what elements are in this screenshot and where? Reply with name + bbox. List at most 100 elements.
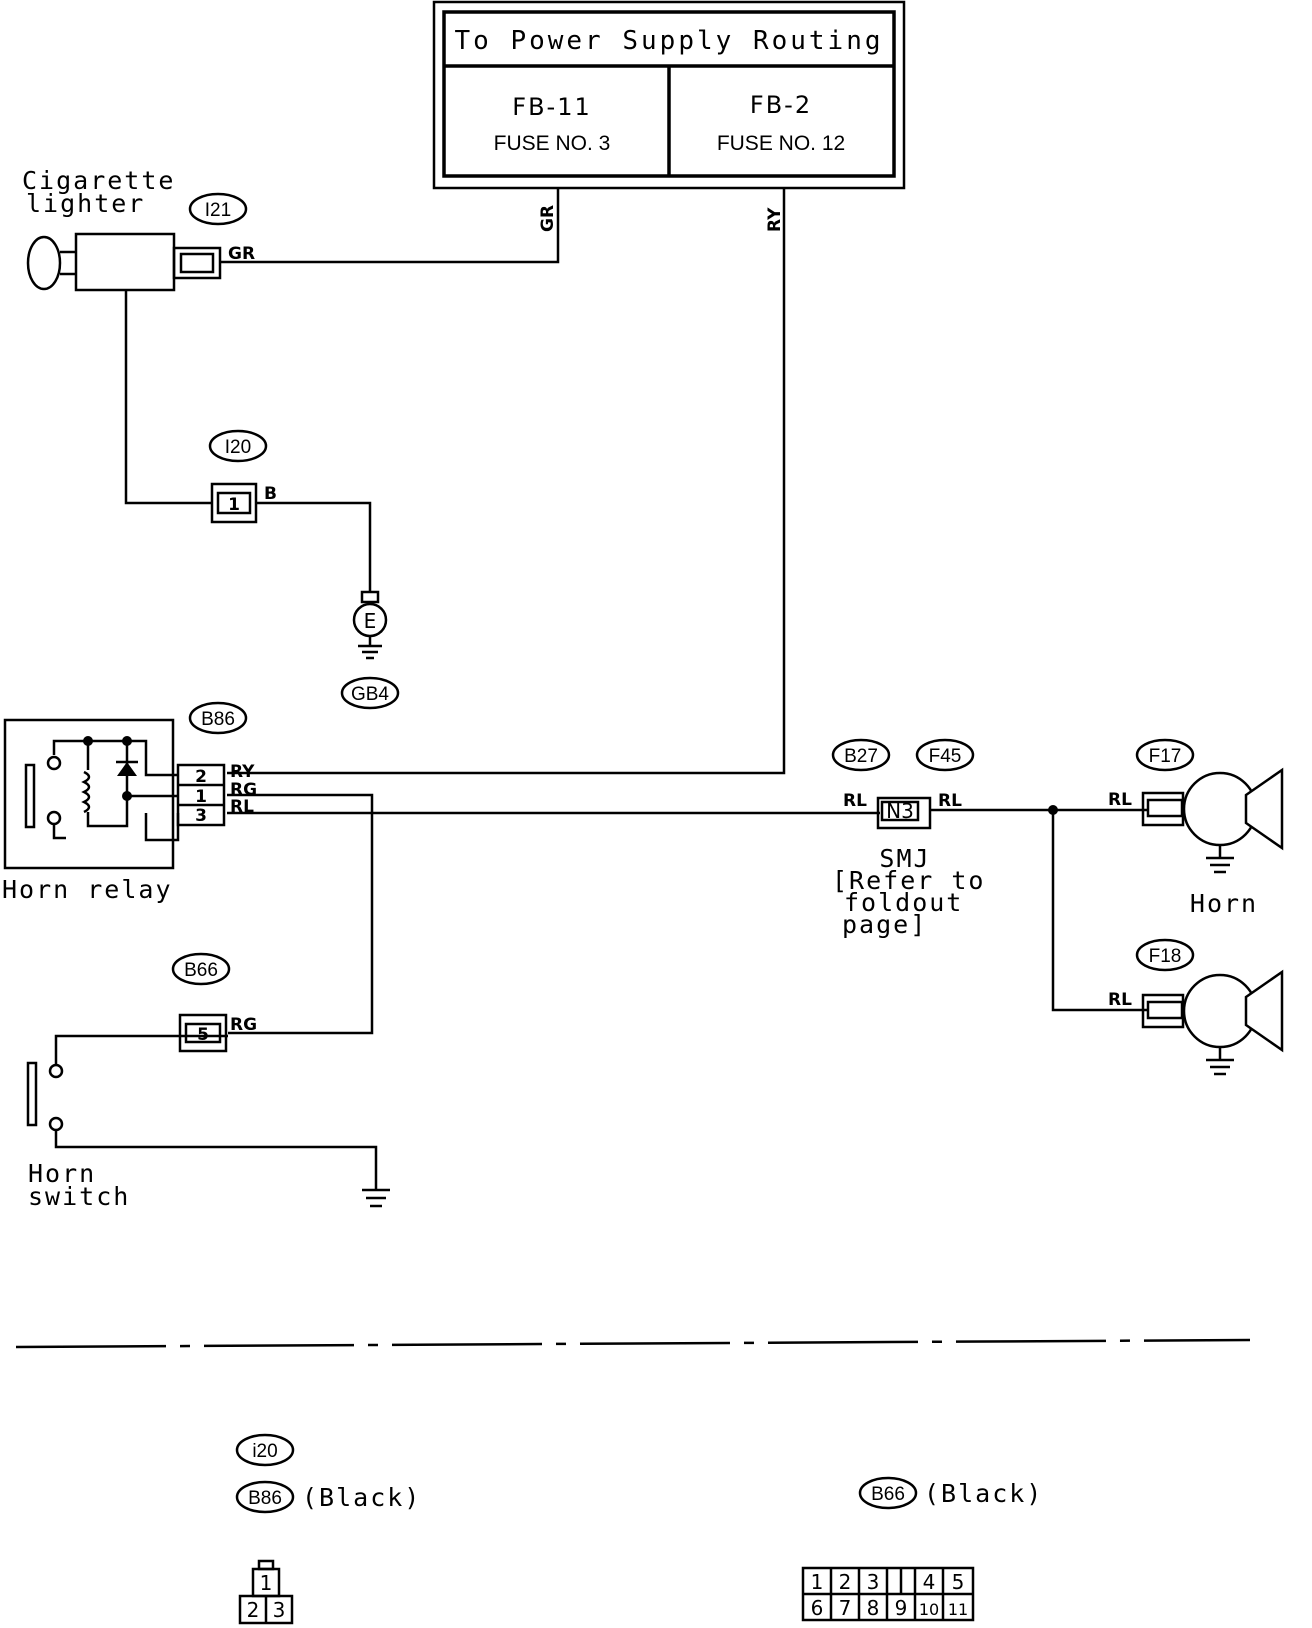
connector-tag-i21 [188,192,248,226]
legend-tag-b86 [235,1480,295,1514]
wire-gr [220,188,560,264]
legend-tag-b66-text: B66 [871,1484,905,1505]
legend-3pin-pin-3: 3 [273,1598,286,1622]
wire-label-rl-f17: RL [1108,790,1132,810]
connector-tag-b86 [188,701,248,735]
legend-connector-11pin: 1 2 3 4 5 6 7 8 9 10 11 [801,1566,975,1622]
legend-3pin-pin-2: 2 [247,1598,260,1622]
legend-11pin-pin-10: 10 [919,1600,939,1619]
legend-11pin-pin-6: 6 [811,1596,824,1620]
connector-tag-f17 [1135,738,1195,772]
power-supply-box: To Power Supply Routing FB-11 FUSE NO. 3… [432,0,906,190]
wire-label-rg: RG [230,780,257,800]
relay-pin-3: 3 [195,806,207,826]
connector-smj [876,796,932,830]
connector-b66-pin: 5 [197,1025,209,1045]
wire-label-gr: GR [228,244,255,264]
legend-11pin-pin-5: 5 [952,1570,965,1594]
legend-b86-color: (Black) [302,1483,421,1512]
connector-tag-gb4-text: GB4 [351,684,389,705]
connector-i20 [210,482,258,524]
wire-label-ry-vertical: RY [765,207,785,232]
wire-label-rl: RL [230,797,254,817]
connector-tag-i20-text: I20 [225,437,251,458]
smj-label-4: page] [842,910,927,939]
power-box-title: To Power Supply Routing [454,26,883,56]
horn-switch-label-1: Horn [28,1159,96,1188]
legend-tag-i20-text: i20 [252,1441,277,1462]
junction-dot [1048,805,1058,815]
connector-tag-f45-text: F45 [929,746,962,767]
fb11-label: FB-11 [512,93,591,121]
wire-label-gr-vertical: GR [538,205,558,232]
smj-label-3: foldout [844,888,963,917]
connector-tag-f18-text: F18 [1149,946,1182,967]
legend-tag-i20 [235,1433,295,1467]
connector-tag-i20 [208,429,268,463]
legend-tag-b86-text: B86 [248,1488,282,1509]
ground-horn-switch [362,1188,390,1208]
section-divider [15,1338,1251,1349]
connector-tag-b27-text: B27 [844,746,878,767]
legend-11pin-pin-9: 9 [895,1596,908,1620]
legend-3pin-pin-1: 1 [260,1571,273,1595]
smj-label-2: [Refer to [832,866,985,895]
connector-i20-pin: 1 [228,495,240,515]
wire-ry [227,188,786,775]
horn-switch-label-2: switch [28,1182,130,1211]
connector-tag-gb4 [340,676,400,710]
connector-tag-f17-text: F17 [1149,746,1182,767]
relay-pin-2: 2 [195,767,207,787]
connector-b66 [178,1013,228,1053]
legend-b66-color: (Black) [924,1479,1043,1508]
wires [54,188,1148,1190]
cigarette-lighter-label-1: Cigarette [22,166,175,195]
connector-tag-f18 [1135,938,1195,972]
wire-label-b: B [264,484,277,504]
connector-tag-i21-text: I21 [205,200,231,221]
ground-e-label: E [364,609,377,633]
legend-connector-3pin: 1 2 3 [238,1559,294,1625]
legend: i20 B86 (Black) B66 (Black) 1 2 3 1 [235,1433,1043,1625]
connector-tag-b66-text: B66 [184,960,218,981]
wire-rg [227,793,374,1035]
smj-pin: N3 [886,799,914,823]
legend-11pin-pin-3: 3 [867,1570,880,1594]
legend-11pin-pin-8: 8 [867,1596,880,1620]
horn-switch [26,1061,64,1132]
cigarette-lighter [26,232,222,292]
fb2-label: FB-2 [750,91,812,119]
wire-switch-ground [54,1130,378,1190]
connector-tag-b66 [171,952,231,986]
relay-pin-1: 1 [195,787,207,807]
fuse3-label: FUSE NO. 3 [494,132,611,155]
horn-label: Horn [1190,889,1258,918]
legend-11pin-pin-11: 11 [948,1600,968,1619]
ground-gb4 [352,590,388,660]
wire-label-rl-smj-in: RL [843,791,867,811]
legend-11pin-pin-2: 2 [839,1570,852,1594]
legend-11pin-pin-7: 7 [839,1596,852,1620]
connector-tag-f45 [915,738,975,772]
wire-label-rl-f18: RL [1108,990,1132,1010]
legend-11pin-pin-4: 4 [923,1570,936,1594]
wire-label-rl-smj-out: RL [938,791,962,811]
wire-b [256,501,372,592]
cigarette-lighter-label-2: lighter [26,189,145,218]
connector-tag-b27 [831,738,891,772]
wire-rl-horn2 [1051,810,1148,1012]
wire-label-ry: RY [230,762,255,782]
horn-f18 [1141,969,1284,1076]
wire-switch-top [54,1034,228,1065]
wire-label-rg-b66: RG [230,1015,257,1035]
connector-tag-b86-text: B86 [201,709,235,730]
fuse12-label: FUSE NO. 12 [717,132,845,155]
horn-relay [3,718,226,870]
horn-relay-label: Horn relay [2,875,173,904]
wire-lighter-ground [124,290,212,505]
horn-f17 [1141,767,1284,874]
legend-tag-b66 [858,1476,918,1510]
smj-label-1: SMJ [879,844,930,873]
legend-11pin-pin-1: 1 [811,1570,824,1594]
